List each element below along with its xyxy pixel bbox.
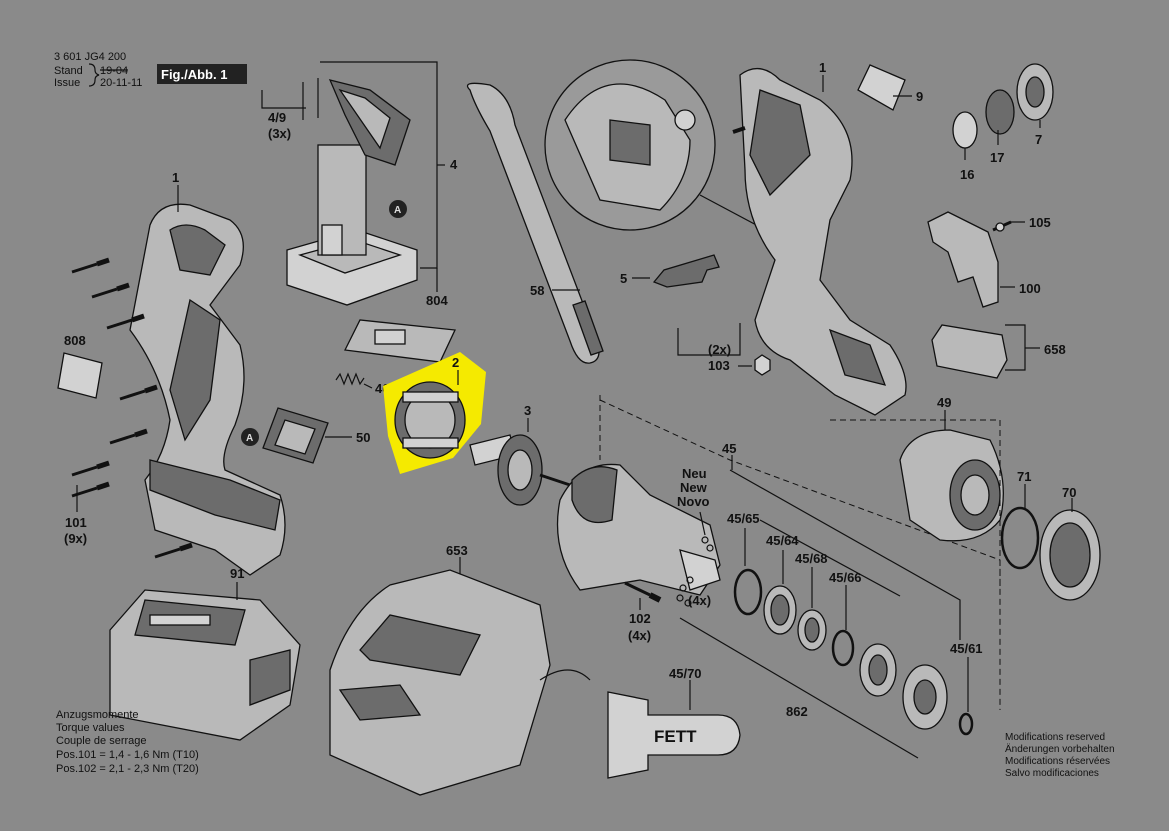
ring-71 [1000,506,1040,570]
part-17 [985,89,1015,135]
neu-label-2: Novo [677,494,710,509]
bearing-45-64 [763,585,797,635]
callout-808: 808 [64,333,86,348]
fett-label: FETT [654,727,697,746]
neu-label-0: Neu [682,466,707,481]
stand-value: 19-04 [100,65,128,77]
callout-1-right: 1 [819,60,826,75]
callout-2: 2 [452,355,459,370]
holder-658 [931,324,1008,379]
callout-103: 103 [708,358,730,373]
figure-label: Fig./Abb. 1 [161,67,227,82]
part-5 [652,254,720,288]
switch-assembly: A [286,78,418,306]
callout-4x-screws: (4x) [628,628,651,643]
callout-1-left: 1 [172,170,179,185]
mod-line-2: Modifications réservées [1005,756,1110,767]
ring-45-66 [831,629,855,667]
callout-862: 862 [786,704,808,719]
callout-16: 16 [960,167,974,182]
figure-badge [157,64,247,84]
disc-16 [952,111,978,149]
issue-label: Issue [54,77,80,89]
callout-5: 5 [620,271,627,286]
bumper-70 [1039,509,1101,601]
callout-3: 3 [524,403,531,418]
nut-103 [754,354,771,376]
wrist-strap-58 [466,82,600,364]
anvil-collar [902,664,948,730]
header-brace [88,63,100,87]
balls-4x [676,576,694,607]
callout-45-65: 45/65 [727,511,760,526]
callout-658: 658 [1044,342,1066,357]
gearbox-45 [556,463,721,596]
svg-text:A: A [394,205,401,216]
mod-line-1: Änderungen vorbehalten [1005,743,1115,755]
callout-4: 4 [450,157,458,172]
callout-101: 101 [65,515,87,530]
callout-45-64: 45/64 [766,533,799,548]
bearing-45-68 [797,609,827,651]
right-housing-half [732,68,907,416]
callout-653: 653 [446,543,468,558]
torque-line-0: Anzugsmomente [56,709,139,721]
doc-number: 3 601 JG4 200 [54,51,126,63]
callout-9x: (9x) [64,531,87,546]
ref-a-lower: A [246,433,253,444]
left-housing-half [129,203,286,576]
spring-46 [335,372,365,386]
mod-line-0: Modifications reserved [1005,732,1105,743]
callout-4x-balls: (4x) [688,593,711,608]
callout-804: 804 [426,293,448,308]
screws-101 [71,257,193,559]
grease-tube-45-70 [607,691,741,779]
callout-45-70: 45/70 [669,666,702,681]
callout-91: 91 [230,566,244,581]
torque-line-1: Torque values [56,722,125,734]
sleeve-862 [859,643,897,697]
callout-45-66: 45/66 [829,570,862,585]
stand-label: Stand [54,65,83,77]
battery-pack-91 [109,589,301,741]
clip-100 [927,211,999,308]
charger-653 [329,569,591,796]
callout-45: 45 [722,441,736,456]
callout-70: 70 [1062,485,1076,500]
neu-label-1: New [680,480,708,495]
callout-3x: (3x) [268,126,291,141]
torque-line-2: Couple de serrage [56,735,147,747]
label-9 [857,64,906,111]
callout-100: 100 [1019,281,1041,296]
callout-9: 9 [916,89,923,104]
ring-45-61 [958,712,974,736]
callout-71: 71 [1017,469,1031,484]
callout-2x: (2x) [708,342,731,357]
callout-102: 102 [629,611,651,626]
torque-pos101: Pos.101 = 1,4 - 1,6 Nm (T10) [56,749,199,761]
callout-17: 17 [990,150,1004,165]
callout-4-9: 4/9 [268,110,286,125]
callout-45-68: 45/68 [795,551,828,566]
mod-line-3: Salvo modificaciones [1005,768,1099,779]
callout-58: 58 [530,283,544,298]
ring-45-65 [733,568,763,616]
screw-102 [624,581,651,597]
callout-105: 105 [1029,215,1051,230]
label-808 [57,352,103,399]
callout-50: 50 [356,430,370,445]
callout-45-61: 45/61 [950,641,983,656]
nose-cap-49 [899,429,1004,542]
issue-value: 20-11-11 [100,77,142,89]
callout-49: 49 [937,395,951,410]
detail-zoom-circle [544,59,776,236]
callout-7: 7 [1035,132,1042,147]
stator-2 [394,381,466,459]
rotor-3 [469,434,571,506]
torque-pos102: Pos.102 = 2,1 - 2,3 Nm (T20) [56,763,199,775]
